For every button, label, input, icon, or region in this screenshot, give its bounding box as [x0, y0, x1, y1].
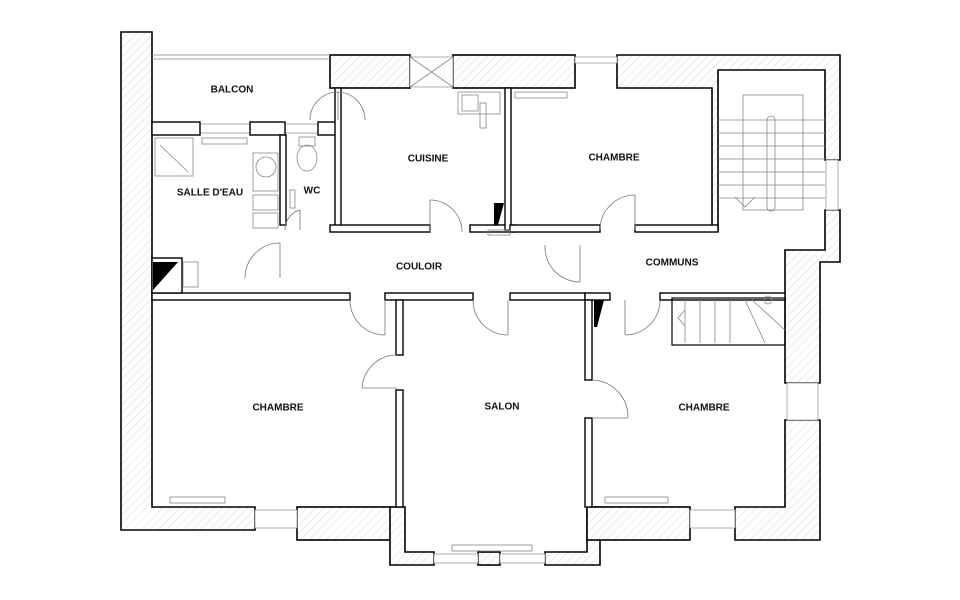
shower-icon	[154, 137, 194, 177]
sink-icon	[457, 91, 501, 115]
windows	[152, 54, 839, 564]
room-label-wc: WC	[303, 185, 321, 197]
staircase-main	[718, 94, 825, 212]
room-label-chambre-west: CHAMBRE	[252, 402, 304, 414]
room-label-balcon: BALCON	[210, 84, 254, 96]
room-label-salle-deau: SALLE D'EAU	[176, 187, 244, 199]
interior-walls	[151, 87, 786, 508]
toilet-icon	[296, 144, 318, 172]
room-label-couloir: COULOIR	[395, 261, 443, 273]
exterior-walls	[120, 31, 841, 566]
room-label-communs: COMMUNS	[645, 257, 699, 269]
doors	[244, 91, 661, 419]
washing-machine-icon	[252, 152, 279, 192]
chimney-icon	[153, 262, 178, 290]
staircase-secondary	[671, 295, 786, 346]
room-label-cuisine: CUISINE	[407, 153, 449, 165]
room-label-salon: SALON	[484, 401, 520, 413]
fixtures	[153, 91, 669, 552]
room-label-chambre-east: CHAMBRE	[678, 402, 730, 414]
room-label-chambre-north: CHAMBRE	[588, 152, 640, 164]
